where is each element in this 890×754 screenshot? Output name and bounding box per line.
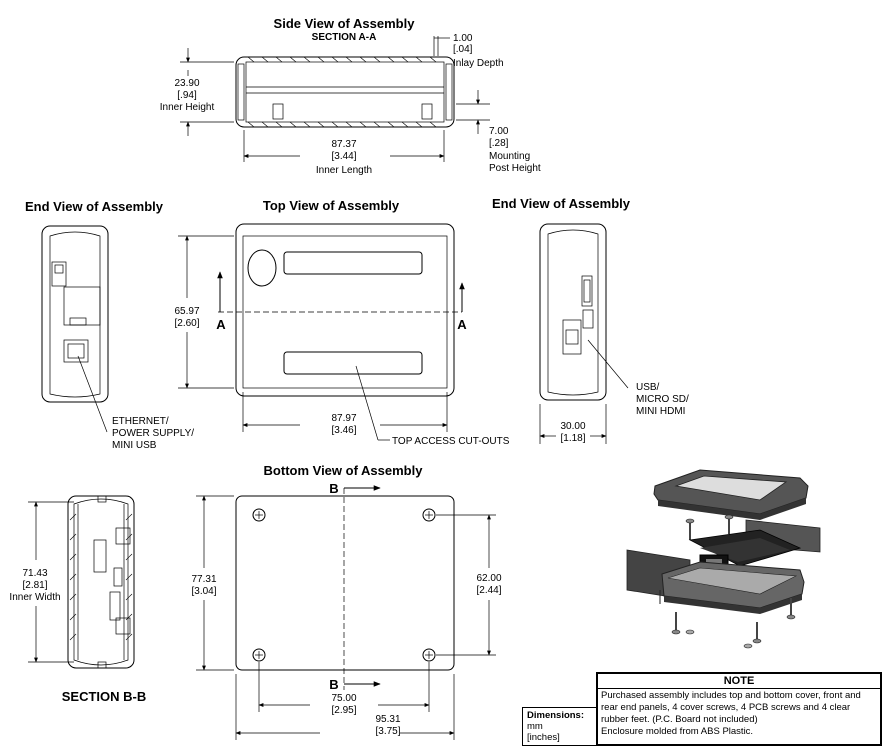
end-view-left-title: End View of Assembly [25,199,164,214]
end-right-callout-2: MICRO SD/ [636,394,689,405]
bottom-hole-h-value: 62.00 [476,573,501,584]
side-view-outline [235,56,455,128]
inlay-label: Inlay Depth [453,58,504,69]
top-cutouts-label: TOP ACCESS CUT-OUTS [392,436,510,447]
side-view-subtitle: SECTION A-A [312,32,377,43]
top-height-value: 65.97 [174,306,199,317]
top-width-inches: [3.46] [331,425,356,436]
side-length-inches: [3.44] [331,151,356,162]
note-line-3: rubber feet. (P.C. Board not included) [601,714,758,725]
post-value: 7.00 [489,126,509,137]
section-bb-title: SECTION B-B [62,689,147,704]
end-right-callout-1: USB/ [636,382,660,393]
post-label-2: Post Height [489,163,541,174]
side-height-inches: [.94] [177,90,197,101]
note-box: NOTE Purchased assembly includes top and… [596,672,882,746]
note-text: Purchased assembly includes top and bott… [598,689,880,739]
bottom-hole-w-value: 75.00 [331,693,356,704]
side-height-label: Inner Height [160,102,215,113]
bottom-view: Bottom View of Assembly B B 77.31 [3.04]… [191,463,502,740]
bottom-hole-h-inches: [2.44] [476,585,501,596]
dimensions-label: Dimensions: [527,710,585,721]
top-view: Top View of Assembly A A 65.97 [2.60] 87… [174,198,509,447]
screw-holes [252,508,436,662]
bb-width-inches: [2.81] [22,580,47,591]
side-length-label: Inner Length [316,165,372,176]
end-right-callout-3: MINI HDMI [636,406,685,417]
section-b-top: B [329,481,338,496]
side-length-value: 87.37 [331,139,356,150]
bb-width-label: Inner Width [9,592,60,603]
end-right-width-value: 30.00 [560,421,585,432]
note-line-1: Purchased assembly includes top and bott… [601,690,861,701]
end-left-callout-3: MINI USB [112,440,157,451]
end-view-right: End View of Assembly USB/ MICRO SD/ MINI… [492,196,689,444]
side-view-hatch [247,56,437,128]
end-left-callout-2: POWER SUPPLY/ [112,428,194,439]
side-view: Side View of Assembly SECTION A-A [160,16,541,176]
bottom-height-value: 77.31 [191,574,216,585]
end-right-width-inches: [1.18] [560,433,585,444]
side-height-value: 23.90 [174,78,199,89]
bottom-hole-w-inches: [2.95] [331,705,356,716]
dimensions-unit-mm: mm [527,721,543,732]
end-view-right-title: End View of Assembly [492,196,631,211]
exploded-assembly-illustration [626,469,821,649]
dimensions-legend: Dimensions: mm [inches] [522,707,596,746]
note-line-2: rear end panels, 4 cover screws, 4 PCB s… [601,702,851,713]
dimensions-unit-inches: [inches] [527,732,560,743]
top-slot-1 [283,251,423,275]
side-view-inner [245,61,445,123]
bottom-width-inches: [3.75] [375,726,400,737]
end-left-callout-1: ETHERNET/ [112,416,169,427]
note-title: NOTE [598,674,880,689]
end-view-left: End View of Assembly ETHERNET/ POWER SUP… [25,199,194,451]
section-a-right: A [457,317,467,332]
bb-width-value: 71.43 [22,568,47,579]
inlay-inches: [.04] [453,44,473,55]
top-width-value: 87.97 [331,413,356,424]
side-view-title: Side View of Assembly [274,16,416,31]
post-inches: [.28] [489,138,509,149]
top-view-title: Top View of Assembly [263,198,400,213]
bottom-view-title: Bottom View of Assembly [264,463,424,478]
post-label-1: Mounting [489,151,530,162]
section-b-bottom: B [329,677,338,692]
top-slot-2 [283,351,423,375]
section-a-left: A [216,317,226,332]
bottom-width-value: 95.31 [375,714,400,725]
inlay-value: 1.00 [453,33,473,44]
bottom-height-inches: [3.04] [191,586,216,597]
top-round-cutout [247,249,277,287]
section-bb: 71.43 [2.81] Inner Width SECTION B-B [9,495,147,704]
top-height-inches: [2.60] [174,318,199,329]
note-line-4: Enclosure molded from ABS Plastic. [601,726,754,737]
